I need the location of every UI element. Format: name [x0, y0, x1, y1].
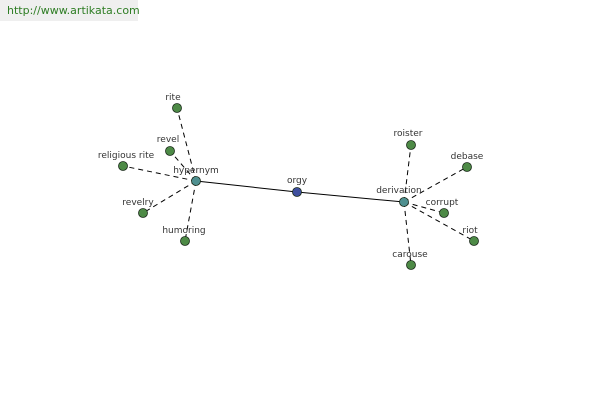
edge-derivation-roister — [403, 144, 412, 203]
leaf-node-debase[interactable] — [462, 162, 472, 172]
leaf-label-rite[interactable]: rite — [165, 93, 181, 103]
leaf-label-religious-rite[interactable]: religious rite — [98, 151, 155, 161]
edge-orgy-derivation — [296, 191, 405, 203]
leaf-node-riot[interactable] — [469, 236, 479, 246]
leaf-label-debase[interactable]: debase — [451, 152, 484, 162]
edge-derivation-corrupt — [403, 201, 445, 214]
leaf-node-humoring[interactable] — [180, 236, 190, 246]
leaf-label-carouse[interactable]: carouse — [392, 250, 428, 260]
graph-nodes — [118, 103, 479, 270]
hub-node-derivation[interactable] — [399, 197, 409, 207]
graph-edges — [122, 107, 475, 266]
edge-derivation-debase — [403, 166, 468, 203]
edge-orgy-hypernym — [195, 180, 298, 193]
leaf-label-revel[interactable]: revel — [157, 135, 179, 145]
edge-hypernym-revel — [169, 150, 197, 182]
leaf-node-revel[interactable] — [165, 146, 175, 156]
edge-hypernym-rite — [176, 107, 197, 182]
hub-node-hypernym[interactable] — [191, 176, 201, 186]
leaf-node-roister[interactable] — [406, 140, 416, 150]
center-node-orgy[interactable] — [292, 187, 302, 197]
leaf-node-religious-rite[interactable] — [118, 161, 128, 171]
edge-hypernym-religious-rite — [122, 165, 197, 182]
leaf-node-corrupt[interactable] — [439, 208, 449, 218]
source-url-link[interactable]: http://www.artikata.com — [7, 4, 140, 17]
hub-label-derivation[interactable]: derivation — [376, 186, 422, 196]
edge-derivation-riot — [403, 201, 475, 242]
edge-hypernym-revelry — [142, 180, 197, 214]
leaf-label-humoring[interactable]: humoring — [162, 226, 205, 236]
leaf-label-riot[interactable]: riot — [462, 226, 478, 236]
leaf-node-revelry[interactable] — [138, 208, 148, 218]
source-url-bar: http://www.artikata.com — [0, 0, 140, 21]
leaf-node-rite[interactable] — [172, 103, 182, 113]
leaf-label-revelry[interactable]: revelry — [122, 198, 154, 208]
edge-hypernym-humoring — [184, 180, 197, 242]
leaf-node-carouse[interactable] — [406, 260, 416, 270]
hub-label-hypernym[interactable]: hypernym — [173, 166, 219, 176]
leaf-label-roister[interactable]: roister — [394, 129, 423, 139]
center-label-orgy[interactable]: orgy — [287, 176, 308, 186]
edge-derivation-carouse — [403, 201, 412, 266]
leaf-label-corrupt[interactable]: corrupt — [426, 198, 459, 208]
